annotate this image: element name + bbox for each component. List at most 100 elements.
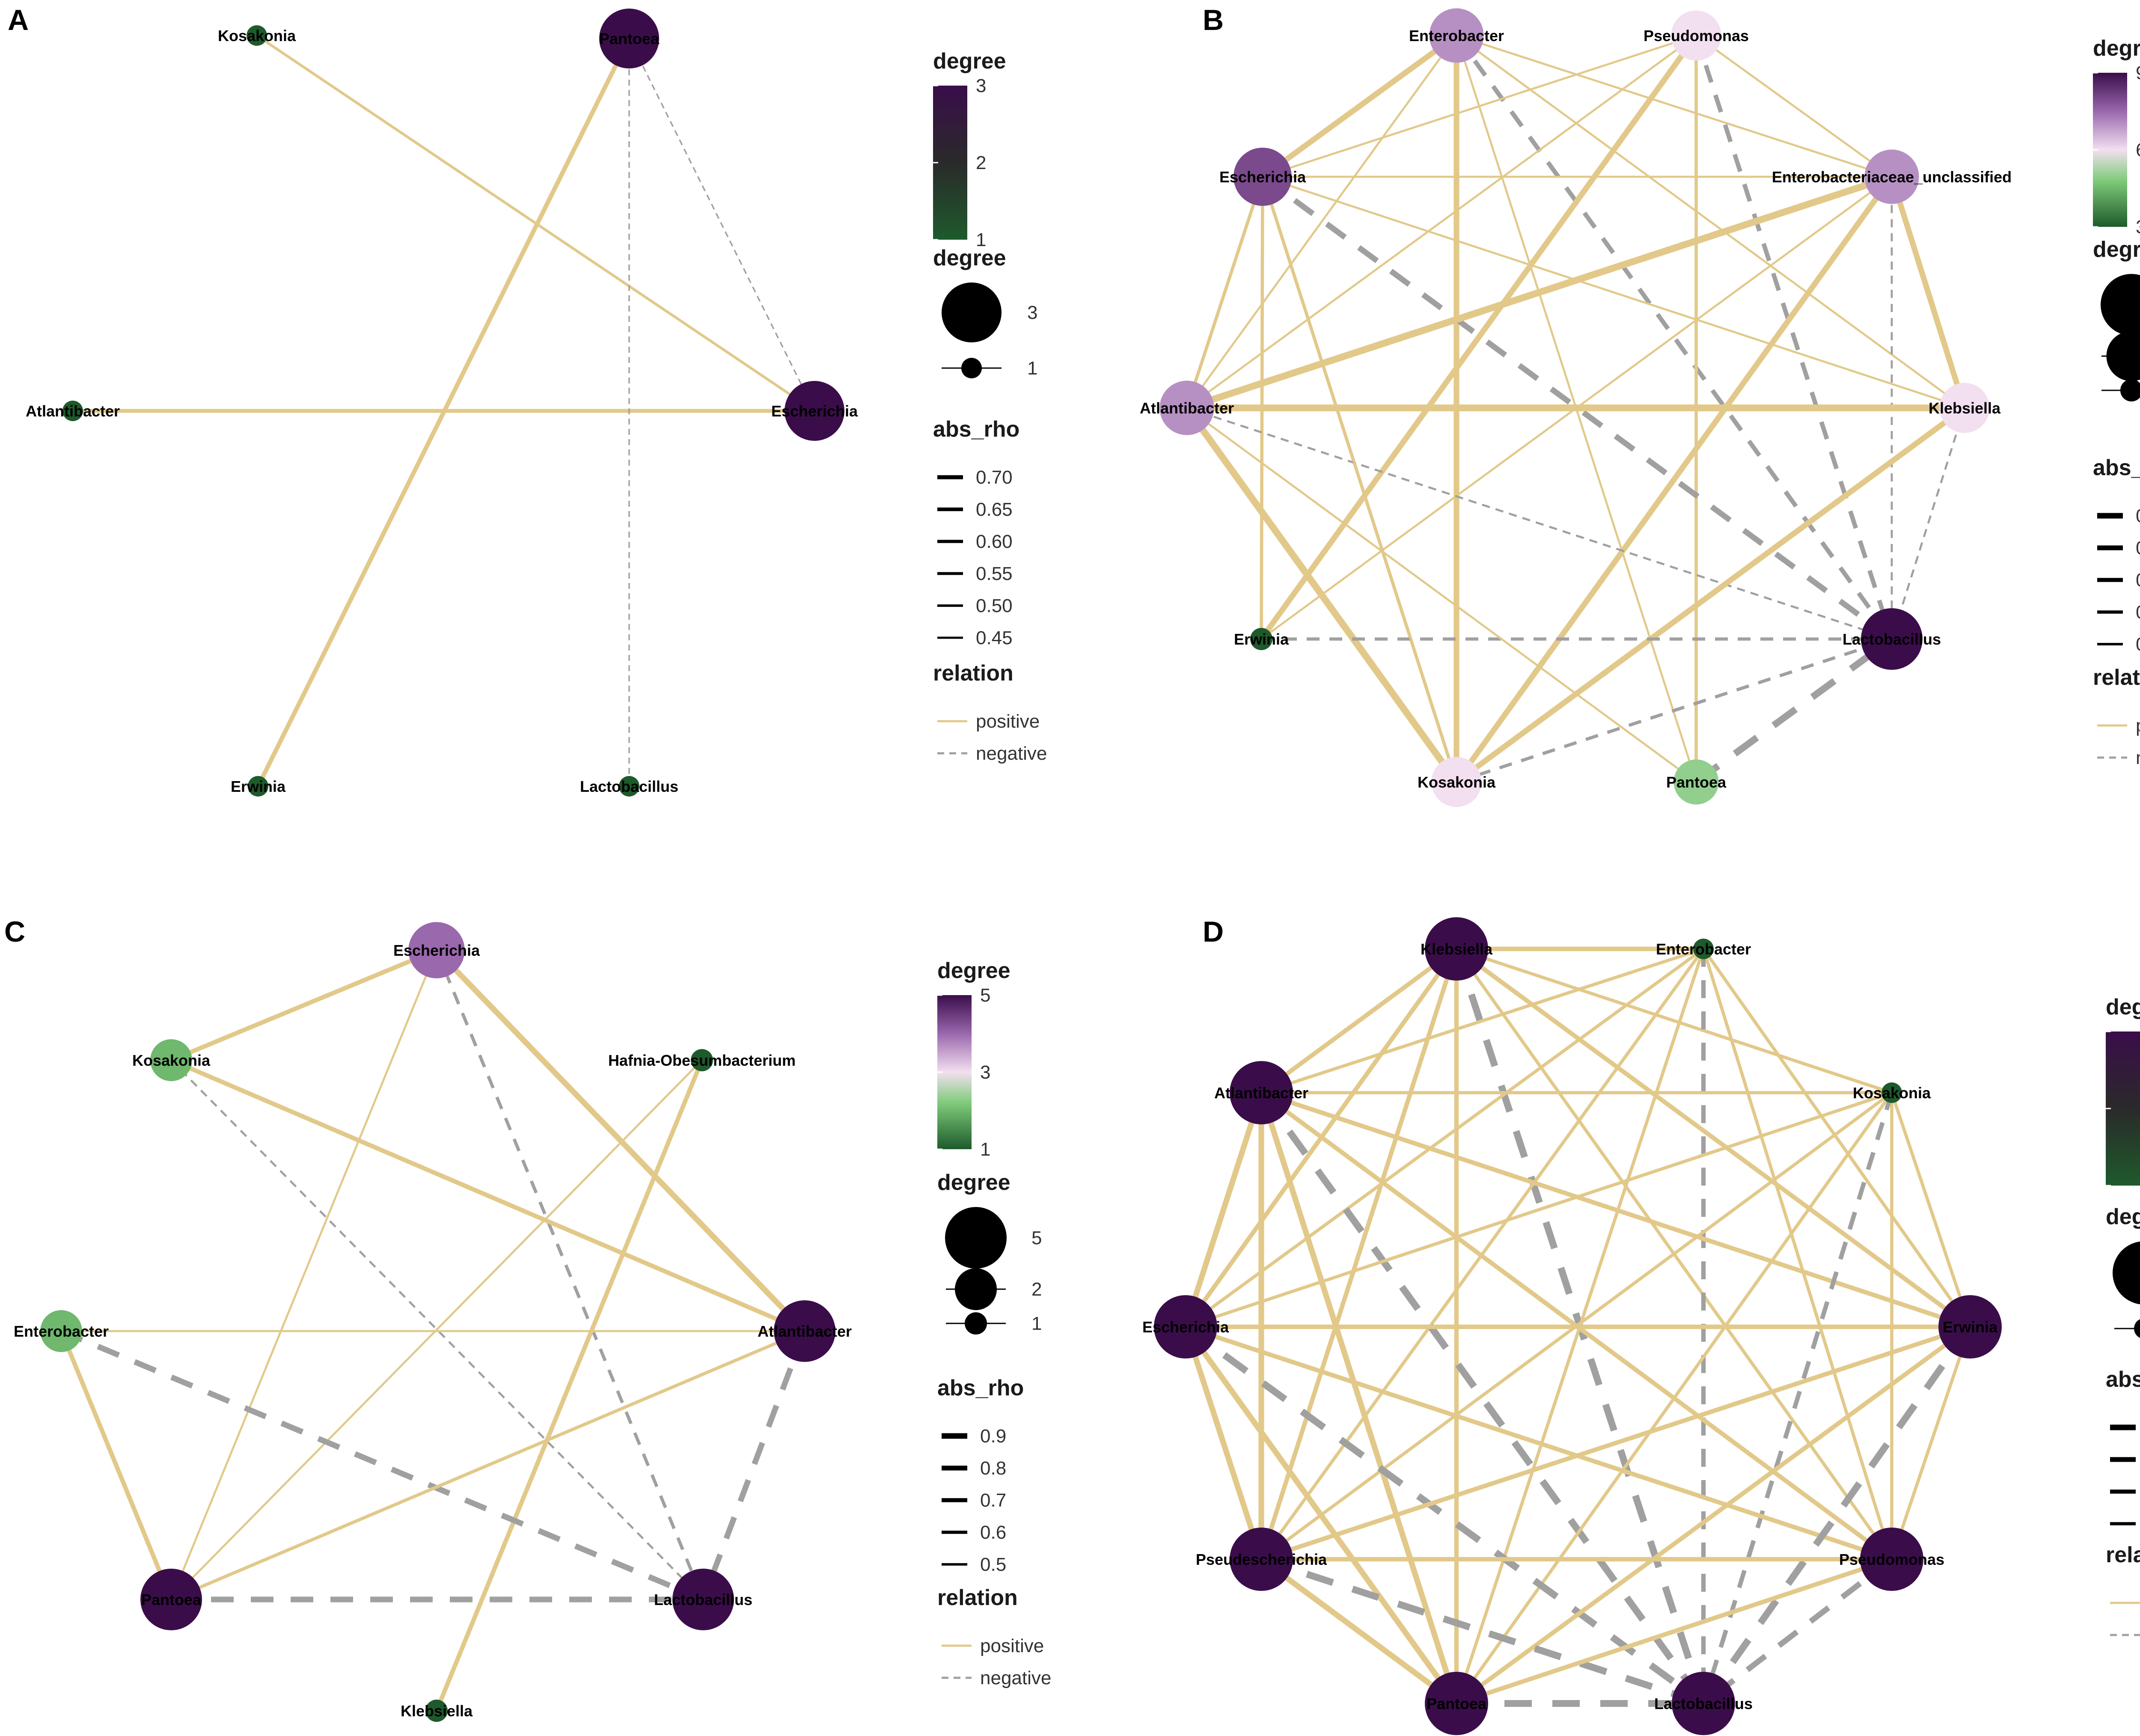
legend-width-label: 0.70 [976, 467, 1013, 488]
node-atlantibacter [62, 401, 83, 421]
edge-klebsiella-kosakonia [1456, 947, 1893, 1094]
node-escherichia [785, 381, 844, 441]
legend-width-label: 0.7 [980, 1490, 1006, 1511]
edge-enterobacter-atlantibacter [1186, 35, 1457, 409]
legend-size-label: 3 [1027, 302, 1037, 323]
node-atlantibacter [1230, 1061, 1293, 1124]
edge-escherichia-atlantibacter [434, 948, 807, 1333]
edge-pseudescherichia-pantoea [1260, 1557, 1458, 1706]
legend-width-title: abs_rho [933, 417, 1019, 442]
node-label-pseudescherichia: Pseudescherichia [1196, 1551, 1327, 1568]
legend-relation-title: relation [2093, 665, 2140, 690]
edge-erwinia-lactobacillus [1700, 1325, 1973, 1706]
node-label-escherichia: Escherichia [393, 942, 480, 959]
legend-relation-title: relation [937, 1585, 1018, 1610]
node-label-atlantibacter: Atlantibacter [1140, 399, 1234, 417]
legend: degree321degree31abs_rho0.700.650.600.55… [933, 49, 1047, 764]
edge-atlantibacter-pantoea [170, 1329, 805, 1601]
node-label-hafnia-obesumbacterium: Hafnia-Obesumbacterium [608, 1052, 796, 1069]
node-klebsiella [425, 1700, 448, 1722]
edge-klebsiella-lactobacillus [1890, 407, 1966, 639]
edge-kosakonia-atlantibacter [170, 1058, 806, 1333]
edge-kosakonia-escherichia [1185, 1091, 1893, 1329]
legend-color-bar [933, 86, 967, 240]
edge-pseudomonas-atlantibacter [1186, 35, 1697, 409]
edge-escherichia-kosakonia [170, 948, 437, 1062]
node-label-pantoea: Pantoea [1666, 773, 1727, 791]
edge-enterobacter-klebsiella [1456, 35, 1965, 409]
edge-erwinia-pantoea [1455, 1325, 1972, 1706]
legend-color-bar [2106, 1031, 2140, 1186]
panel-letter: A [8, 4, 29, 36]
node-label-erwinia: Erwinia [1234, 630, 1289, 648]
legend-size-swatch [2120, 379, 2140, 401]
edge-escherichia-lactobacillus [1183, 1324, 1706, 1706]
panel-letter: D [1203, 916, 1224, 948]
edge-pseudomonas-lactobacillus [1701, 1557, 1894, 1706]
node-label-enterobacteriaceae-unclassified: Enterobacteriaceae_unclassified [1772, 168, 2012, 186]
node-label-escherichia: Escherichia [1142, 1318, 1229, 1336]
node-atlantibacter [774, 1300, 835, 1362]
edge-atlantibacter-escherichia [1183, 1091, 1264, 1328]
node-label-klebsiella: Klebsiella [401, 1702, 473, 1720]
edge-pantoea-erwinia [256, 37, 631, 788]
edge-kosakonia-erwinia [1890, 1092, 1972, 1328]
node-hafnia-obesumbacterium [691, 1049, 713, 1071]
edge-enterobacter-pseudomonas [1702, 948, 1893, 1560]
legend-color-title: degree [933, 49, 1006, 74]
node-label-pantoea: Pantoea [1427, 1695, 1487, 1712]
node-label-pantoea: Pantoea [599, 30, 660, 48]
edge-enterobacteriaceae-unclassified-kosakonia [1454, 175, 1894, 784]
edge-enterobacter-pantoea [59, 1330, 173, 1600]
legend-color-bar [2093, 73, 2127, 227]
node-enterobacter [1429, 8, 1484, 63]
node-kosakonia [1881, 1082, 1902, 1103]
edge-enterobacter-enterobacteriaceae-unclassified [1456, 34, 1892, 178]
edge-erwinia-pseudescherichia [1260, 1325, 1971, 1561]
legend-size-swatch [2106, 331, 2140, 381]
panel-letter: C [4, 916, 25, 948]
node-label-atlantibacter: Atlantibacter [1214, 1084, 1308, 1102]
node-escherichia [408, 922, 465, 978]
node-klebsiella [1939, 383, 1990, 433]
legend-width-label: 0.5 [2136, 634, 2140, 655]
node-label-lactobacillus: Lactobacillus [580, 778, 678, 795]
edges [1183, 946, 1973, 1707]
edge-pseudomonas-escherichia [1262, 34, 1697, 178]
node-atlantibacter [1159, 380, 1214, 435]
edge-atlantibacter-lactobacillus [700, 1330, 808, 1601]
node-erwinia [1250, 628, 1272, 650]
node-label-kosakonia: Kosakonia [132, 1052, 211, 1069]
panel-letter: B [1203, 4, 1224, 36]
legend-color-tick: 3 [980, 1062, 990, 1083]
legend-relation-title: relation [933, 661, 1014, 686]
node-label-enterobacter: Enterobacter [1656, 940, 1751, 958]
legend-width-label: 0.9 [2136, 505, 2140, 526]
edge-atlantibacter-pantoea [1258, 1091, 1459, 1705]
node-pantoea [1425, 1672, 1488, 1735]
node-lactobacillus [1861, 608, 1923, 670]
node-escherichia [1154, 1295, 1217, 1358]
edge-escherichia-pantoea [1183, 1325, 1459, 1705]
edge-hafnia-obesumbacterium-klebsiella [434, 1059, 704, 1712]
legend-color-tick: 3 [976, 75, 986, 96]
edge-enterobacteriaceae-unclassified-klebsiella [1889, 176, 1968, 409]
node-label-atlantibacter: Atlantibacter [758, 1323, 852, 1340]
edge-pantoea-lactobacillus [1694, 636, 1894, 785]
node-pseudomonas [1671, 10, 1721, 61]
legend-color-tick: 6 [2136, 140, 2140, 161]
legend: degree9.08.58.0degree98abs_rho0.90.80.70… [2106, 995, 2140, 1636]
legend-size-swatch [961, 358, 982, 378]
node-label-kosakonia: Kosakonia [1418, 773, 1496, 791]
node-label-klebsiella: Klebsiella [1421, 940, 1493, 958]
edges [59, 948, 808, 1712]
legend: degree963degree963abs_rho0.90.80.70.60.5… [2093, 36, 2140, 768]
edge-pantoea-escherichia [628, 38, 815, 411]
legend-color-tick: 5 [980, 985, 990, 1006]
legend-width-label: 0.8 [2136, 538, 2140, 559]
edge-pseudomonas-enterobacteriaceae-unclassified [1695, 35, 1893, 178]
edge-hafnia-obesumbacterium-pantoea [170, 1059, 703, 1600]
edge-klebsiella-kosakonia [1455, 405, 1966, 785]
legend-width-title: abs_rho [2093, 455, 2140, 480]
